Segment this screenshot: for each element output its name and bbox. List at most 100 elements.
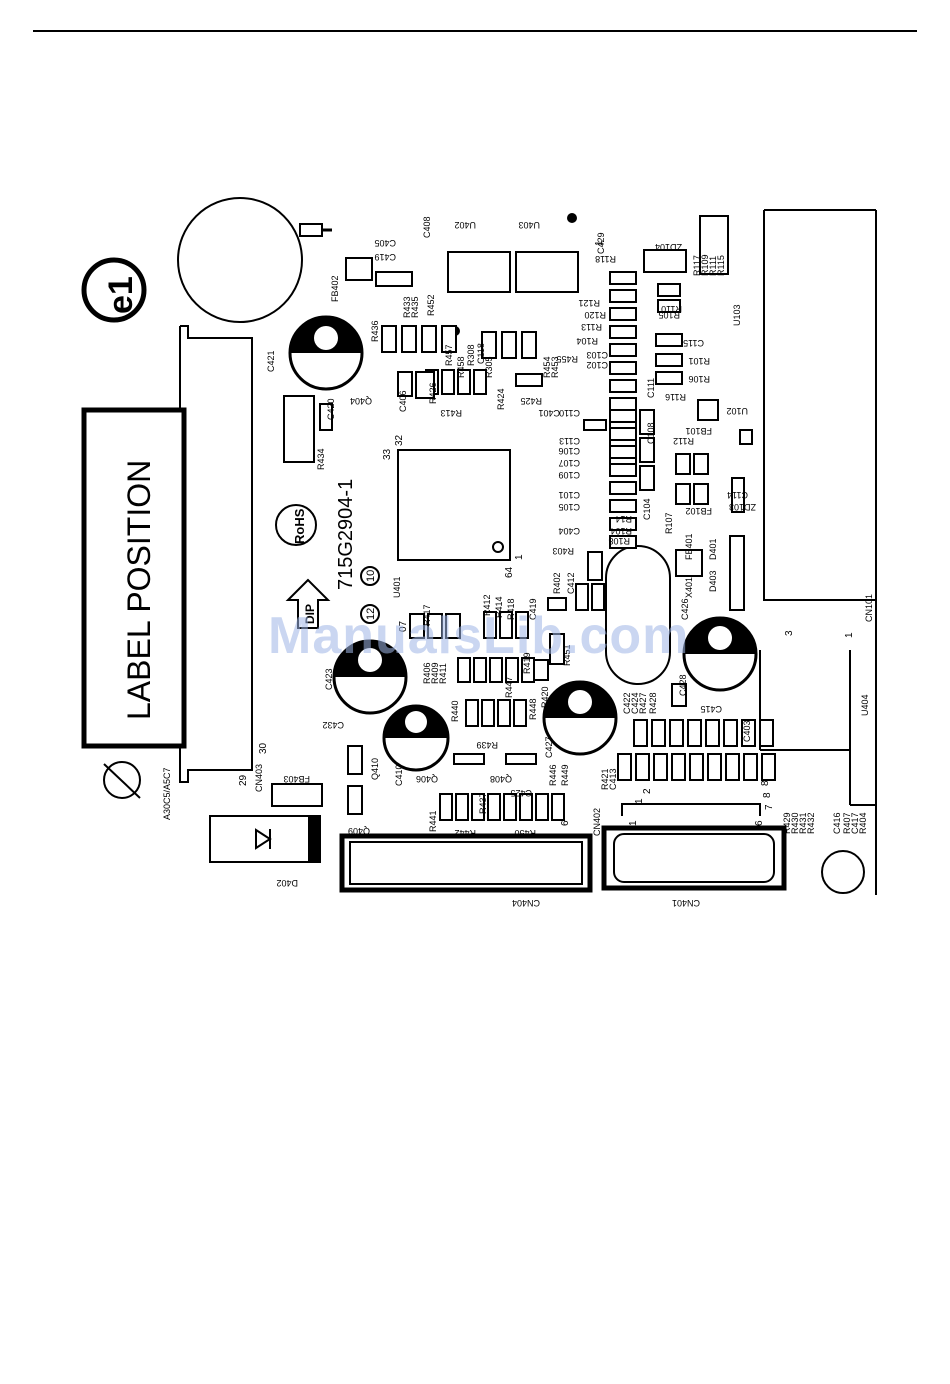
smd-pad	[639, 409, 655, 435]
silk-label: 10	[365, 570, 377, 582]
smd-pad	[473, 369, 487, 395]
smd-pad	[609, 427, 637, 441]
watermark-text: ManualsLib.com	[268, 607, 690, 665]
smd-pad	[487, 793, 501, 821]
cap-c421	[288, 315, 364, 391]
silk-label: C109	[558, 470, 580, 480]
silk-label: U403	[518, 220, 540, 230]
x401-crystal	[605, 545, 671, 685]
silk-label: C104	[642, 498, 652, 520]
smd-pad	[345, 257, 373, 281]
silk-label: R449	[560, 764, 570, 786]
smd-pad	[471, 793, 485, 821]
smd-pad	[533, 659, 549, 681]
silk-label: R451	[562, 644, 572, 666]
silk-label: 6	[560, 820, 571, 826]
silk-label: Q409	[348, 826, 370, 836]
smd-pad	[481, 699, 495, 727]
silk-label: R457	[444, 344, 454, 366]
pb-free-mark	[103, 761, 141, 799]
silk-label: CN101	[864, 594, 874, 622]
smd-pad	[427, 613, 443, 639]
cap-c427	[542, 680, 618, 756]
silk-label: C428	[678, 674, 688, 696]
smd-pad	[499, 611, 513, 639]
smd-pad	[639, 465, 655, 491]
silk-label: R412	[482, 594, 492, 616]
smd-pad	[671, 753, 686, 781]
silk-label: R404	[858, 812, 868, 834]
silk-label: R308	[466, 344, 476, 366]
smd-pad	[643, 249, 687, 273]
silk-label: C415	[700, 704, 722, 714]
silk-label: 12	[365, 608, 377, 620]
silk-label: R429	[782, 812, 792, 834]
silk-label: 3	[784, 630, 795, 636]
smd-pad	[583, 419, 607, 431]
smd-pad	[693, 483, 709, 505]
silk-label: C419	[528, 598, 538, 620]
smd-pad	[609, 397, 637, 411]
silk-label: Q408	[490, 774, 512, 784]
smd-pad	[521, 331, 537, 359]
silk-label: C405	[374, 238, 396, 248]
silk-label: C412	[566, 572, 576, 594]
smd-pad	[519, 793, 533, 821]
cap-c426	[682, 616, 758, 692]
smd-pad	[319, 403, 333, 431]
silk-label: C417	[850, 812, 860, 834]
smd-pad	[515, 373, 543, 387]
smd-pad	[699, 215, 729, 275]
smd-pad	[457, 657, 471, 683]
silk-label: D402	[276, 878, 298, 888]
smd-pad	[453, 753, 485, 765]
silk-label: U401	[392, 576, 402, 598]
smd-pad	[505, 753, 537, 765]
silk-label: R442	[454, 828, 476, 838]
silk-label: C406	[398, 390, 408, 412]
silk-label: R433	[402, 296, 412, 318]
smd-pad	[415, 371, 435, 399]
silk-label: C108	[646, 422, 656, 444]
smd-pad	[655, 371, 683, 385]
smd-pad	[465, 699, 479, 727]
smd-pad	[609, 307, 637, 321]
silk-label: D403	[708, 570, 718, 592]
silk-label: 30	[258, 742, 269, 754]
silk-label: R447	[504, 676, 514, 698]
silk-label: R305	[484, 356, 494, 378]
silk-label: C425	[510, 788, 532, 798]
smd-pad	[549, 633, 565, 665]
smd-pad	[397, 371, 413, 397]
u403-chip	[515, 251, 579, 293]
silk-label: CN403	[254, 764, 264, 792]
silk-label: R109	[700, 254, 710, 276]
silk-label: R113	[581, 322, 602, 332]
cap-c410	[382, 704, 450, 772]
smd-pad	[381, 325, 397, 353]
smd-pad	[609, 535, 637, 549]
silk-label: U404	[860, 694, 870, 716]
silk-label: R453	[550, 356, 560, 378]
smd-pad	[489, 657, 503, 683]
silk-label: 8	[760, 780, 771, 786]
silk-label: R115	[716, 255, 726, 276]
silk-label: R413	[440, 408, 462, 418]
cap-c423	[332, 639, 408, 715]
silk-label: C419	[374, 252, 396, 262]
silk-label: R435	[410, 296, 420, 318]
silk-label: C408	[422, 216, 432, 238]
silk-label: ZD104	[655, 242, 682, 252]
smd-pad	[515, 611, 529, 639]
smd-pad	[655, 353, 683, 367]
silk-label: 6	[754, 820, 765, 826]
silk-label: FB401	[684, 533, 694, 560]
silk-label: R104	[576, 336, 598, 346]
smd-pad	[697, 399, 719, 421]
smd-pad	[441, 369, 455, 395]
smd-pad	[651, 719, 666, 747]
board-right-edge	[759, 209, 877, 895]
left-connector-outline	[179, 325, 253, 783]
smd-pad	[729, 535, 745, 611]
